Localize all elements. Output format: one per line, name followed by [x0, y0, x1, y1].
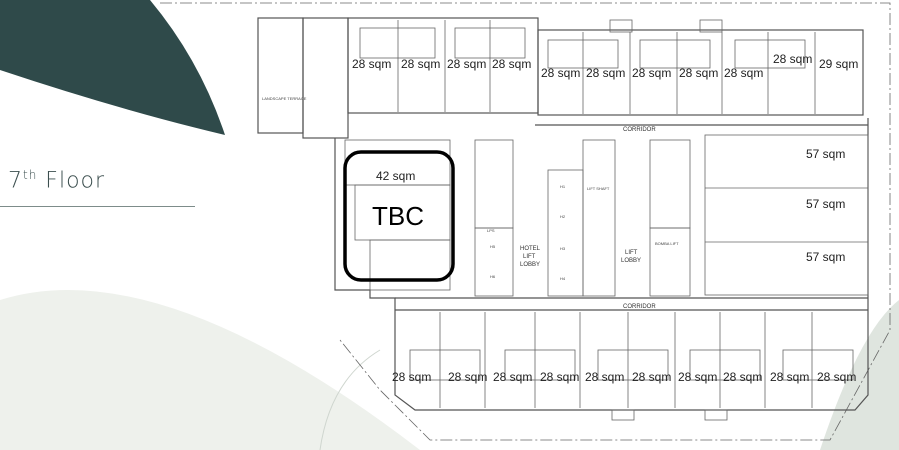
tbc-label: TBC [372, 201, 424, 231]
highlight-box [343, 150, 455, 282]
title-divider [0, 206, 195, 207]
corridor-top-label: CORRIDOR [623, 127, 656, 133]
unit-area-label: 29 sqm [819, 57, 858, 71]
building-outline [257, 17, 869, 411]
unit-area-label: 28 sqm [632, 370, 671, 384]
unit-area-label: 28 sqm [448, 370, 487, 384]
unit-area-label: 28 sqm [493, 370, 532, 384]
bomba-lift-label: BOMBA LIFT [655, 241, 679, 246]
unit-area-label: 28 sqm [585, 370, 624, 384]
unit-area-label: 28 sqm [352, 57, 391, 71]
unit-area-label: 28 sqm [773, 52, 812, 66]
hotel-lift-lobby-label: LOBBY [520, 262, 540, 268]
hotel-lift-lobby-label: HOTEL [520, 246, 541, 252]
unit-area-label: 28 sqm [679, 66, 718, 80]
unit-area-label: 28 sqm [492, 57, 531, 71]
unit-area-label: 28 sqm [540, 370, 579, 384]
unit-area-label: 28 sqm [541, 66, 580, 80]
unit-area-label: 28 sqm [770, 370, 809, 384]
lift-label: H3 [560, 246, 566, 251]
unit-area-label: 57 sqm [806, 147, 845, 161]
left-unit-label: 42 sqm [376, 169, 415, 183]
dark-teal-shape [0, 0, 225, 135]
lift-label: H1 [560, 184, 566, 189]
lift-lobby-label: LIFT [625, 250, 638, 256]
top-unit-labels: 28 sqm 28 sqm 28 sqm 28 sqm 28 sqm 28 sq… [352, 52, 858, 80]
right-unit-labels: 57 sqm 57 sqm 57 sqm [806, 147, 845, 264]
unit-area-label: 28 sqm [817, 370, 856, 384]
lift-label: H6 [490, 274, 496, 279]
core-walls [344, 134, 869, 297]
unit-area-label: 28 sqm [586, 66, 625, 80]
unit-area-label: 57 sqm [806, 250, 845, 264]
unit-area-label: 28 sqm [392, 370, 431, 384]
unit-area-label: 57 sqm [806, 197, 845, 211]
unit-area-label: 28 sqm [401, 57, 440, 71]
lift-label: H4 [560, 276, 566, 281]
lift-label: H5 [490, 244, 496, 249]
lift-lobby-label: LOBBY [621, 258, 641, 264]
unit-area-label: 28 sqm [678, 370, 717, 384]
unit-area-label: 28 sqm [723, 370, 762, 384]
unit-area-label: 28 sqm [447, 57, 486, 71]
unit-area-label: 28 sqm [724, 66, 763, 80]
corridor-bottom-label: CORRIDOR [623, 304, 656, 310]
hotel-lift-lobby-label: LIFT [523, 254, 536, 260]
lift-label: H2 [560, 214, 566, 219]
floor-title: 7th Floor [8, 168, 106, 194]
site-boundary [160, 2, 891, 441]
bg-curve-left [0, 290, 420, 450]
unit-area-label: 28 sqm [632, 66, 671, 80]
bg-curve-right [820, 300, 899, 450]
landscape-terrace-label: LANDSCAPE TERRACE [262, 96, 307, 101]
top-unit-walls [359, 19, 816, 114]
bottom-unit-labels: 28 sqm 28 sqm 28 sqm 28 sqm 28 sqm 28 sq… [392, 370, 856, 384]
bottom-unit-walls [409, 312, 854, 421]
lps-label: LPS [487, 228, 495, 233]
lift-shaft-label: LIFT SHAFT [587, 186, 610, 191]
